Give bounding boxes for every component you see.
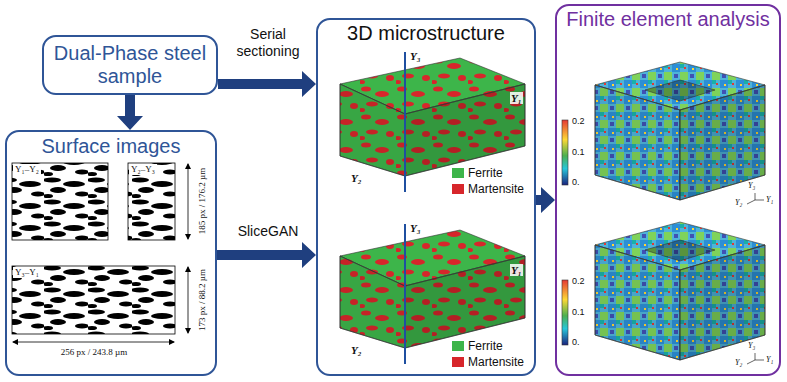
svg-polygon — [680, 245, 765, 360]
block-arrow — [117, 95, 143, 130]
fea-cube — [562, 62, 765, 204]
svg-line — [188, 267, 189, 333]
svg-polygon — [405, 84, 525, 176]
colorbar-value: 0. — [571, 337, 581, 347]
generated-cube — [340, 224, 525, 364]
svg-line — [755, 200, 764, 201]
svg-polygon — [340, 84, 405, 176]
dimension-label: 173 px / 88.2 µm — [197, 269, 208, 331]
colorbar-value: 0. — [571, 177, 581, 187]
block-arrow — [217, 242, 316, 268]
legend-swatch — [452, 184, 464, 194]
legend-entry: Ferrite — [450, 339, 505, 353]
svg-polygon — [595, 245, 680, 360]
svg-polygon — [595, 85, 680, 200]
edge-label: Serial sectioning — [222, 26, 314, 60]
block-arrow — [536, 187, 555, 213]
sample-box: Dual-Phase steel sample — [42, 35, 218, 95]
legend-text: Martensite — [468, 355, 524, 369]
svg-polygon — [645, 80, 715, 101]
edge-label: SliceGAN — [222, 223, 314, 240]
svg-line — [747, 360, 755, 364]
legend-text: Ferrite — [468, 339, 503, 353]
legend-text: Martensite — [468, 182, 524, 196]
microstructure-box: 3D microstructure — [316, 18, 536, 376]
legend-swatch — [452, 341, 464, 351]
view-label: Y₁–Y₂ — [13, 164, 41, 175]
svg-polygon — [405, 256, 525, 348]
legend-swatch — [452, 168, 464, 178]
svg-line — [13, 342, 174, 343]
box-title: Finite element analysis — [561, 8, 775, 31]
box-title: 3D microstructure — [322, 22, 530, 45]
svg-rect — [12, 266, 175, 334]
analysis-box: Finite element analysis — [555, 4, 781, 376]
svg-polygon — [680, 245, 765, 360]
box-title: Dual-Phase steel sample — [48, 42, 212, 88]
axis-label: Y₃ — [409, 50, 422, 62]
svg-line — [755, 360, 764, 361]
svg-line — [755, 353, 756, 360]
view-label: Y₂–Y₃ — [129, 164, 157, 175]
svg-line — [188, 164, 189, 239]
axis-label: Y₁ — [510, 92, 523, 104]
microstructure-cube — [340, 52, 525, 192]
svg-rect — [128, 163, 175, 240]
svg-polygon — [340, 84, 405, 176]
svg-polygon — [340, 256, 405, 348]
legend-entry: Ferrite — [450, 166, 505, 180]
svg-polygon — [595, 245, 680, 360]
colorbar-value: 0.2 — [571, 276, 586, 286]
colorbar-value: 0.1 — [571, 147, 586, 157]
svg-line — [755, 193, 756, 200]
axis-label: Y₃ — [748, 341, 755, 350]
svg-polygon — [680, 85, 765, 200]
axis-label: Y₂ — [350, 172, 363, 184]
fea-cube — [562, 222, 765, 364]
axis-label: Y₂ — [350, 344, 363, 356]
axis-label: Y₂ — [735, 198, 742, 207]
dimension-label: 185 px / 176.2 µm — [197, 168, 208, 234]
legend-text: Ferrite — [468, 166, 503, 180]
svg-line — [404, 52, 406, 192]
colorbar-value: 0.2 — [571, 116, 586, 126]
legend-entry: Martensite — [450, 355, 526, 369]
legend-swatch — [452, 357, 464, 367]
svg-rect — [12, 163, 108, 240]
svg-polygon — [405, 256, 525, 348]
axis-label: Y₃ — [409, 222, 422, 234]
axis-label: Y₁ — [510, 264, 523, 276]
axis-label: Y₁ — [766, 195, 773, 204]
view-label: Y₃–Y₁ — [13, 267, 41, 278]
surface-images — [12, 163, 188, 342]
svg-line — [747, 200, 755, 204]
svg-rect — [562, 280, 568, 345]
svg-rect — [562, 120, 568, 185]
axis-label: Y₃ — [748, 181, 755, 190]
svg-polygon — [680, 85, 765, 200]
svg-polygon — [645, 240, 715, 261]
block-arrow — [218, 71, 316, 97]
box-title: Surface images — [11, 135, 211, 158]
svg-polygon — [595, 85, 680, 200]
svg-polygon — [340, 256, 405, 348]
svg-polygon — [405, 84, 525, 176]
colorbar-value: 0.1 — [571, 307, 586, 317]
axis-label: Y₁ — [766, 355, 773, 364]
svg-line — [404, 224, 406, 364]
legend-entry: Martensite — [450, 182, 526, 196]
axis-label: Y₂ — [735, 358, 742, 367]
dimension-label: 256 px / 243.8 µm — [61, 347, 127, 358]
